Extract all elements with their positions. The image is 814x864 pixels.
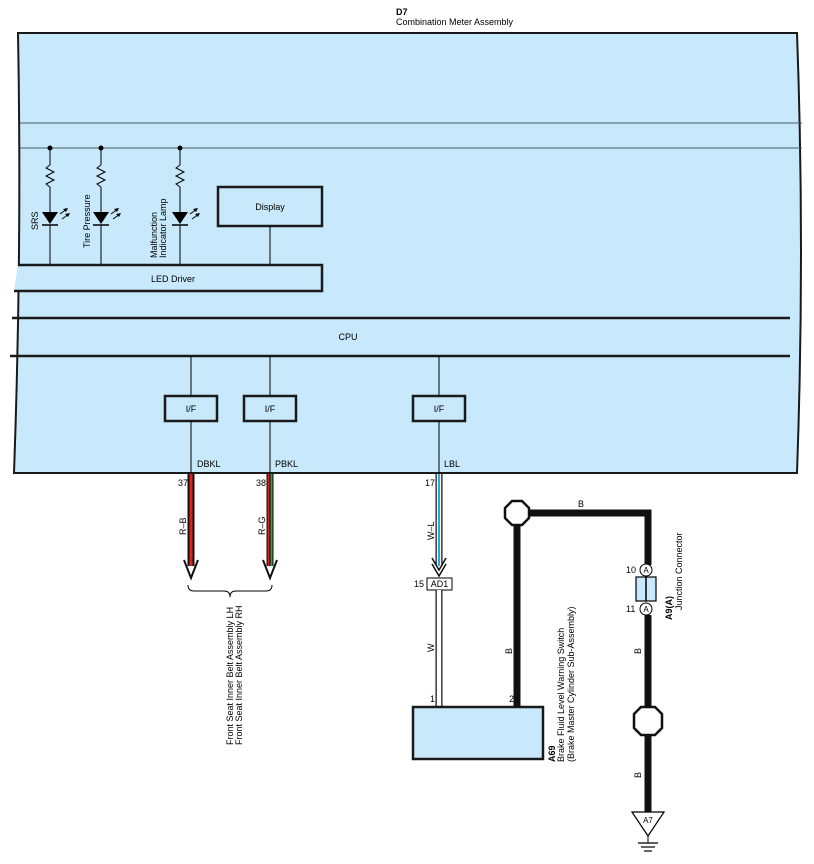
if1-box <box>163 394 219 423</box>
wire-b-bottom-label: B <box>633 772 643 778</box>
splice-octagon-lower <box>632 705 664 737</box>
if1-label: I/F <box>186 404 197 414</box>
brake-switch-box <box>411 705 545 761</box>
wire-b-path <box>513 509 652 707</box>
tire-pressure-led <box>93 148 121 265</box>
brake-switch-sub: (Brake Master Cylinder Sub-Assembly) <box>566 606 576 762</box>
cpu-label: CPU <box>338 332 357 342</box>
junction-pin-11-num: 11 <box>626 604 635 614</box>
meter-name: Combination Meter Assembly <box>396 17 514 27</box>
display-box <box>216 185 324 228</box>
connector-ad1-pin: 15 <box>414 579 424 589</box>
display-label: Display <box>255 202 285 212</box>
wire-r-g-label: R–G <box>257 516 267 535</box>
led-driver-box <box>14 263 324 293</box>
wire-r-g <box>262 474 278 581</box>
junction-pin-10 <box>639 563 653 577</box>
wire-r-b-label: R–B <box>178 517 188 535</box>
brake-switch-code: A69 <box>547 745 557 762</box>
meter-panel <box>12 32 802 474</box>
if3-label: I/F <box>434 404 445 414</box>
malfunction-indicator-led <box>172 148 200 265</box>
mil-label-line2: Indicator Lamp <box>158 198 168 258</box>
splice-octagon <box>503 499 531 527</box>
seat-belt-lh: Front Seat Inner Belt Assembly LH <box>225 607 235 745</box>
wire-w-label: W <box>426 643 436 652</box>
wire-b-switch-label: B <box>504 648 514 654</box>
mil-label-line1: Malfunction <box>149 212 159 258</box>
brake-switch-pin2: 2 <box>509 694 514 704</box>
wire-b-top-label: B <box>578 499 584 509</box>
junction-pin-10-letter: A <box>643 566 649 575</box>
srs-label: SRS <box>30 211 40 230</box>
ground-code: A7 <box>643 816 653 825</box>
wire-w-l-label: W–L <box>426 521 436 540</box>
wire-b-mid-label: B <box>633 648 643 654</box>
junction-name: Junction Connector <box>674 532 684 610</box>
brake-switch-name: Brake Fluid Level Warning Switch <box>556 628 566 762</box>
ground-triangle <box>630 811 666 838</box>
if2-signal: PBKL <box>275 459 298 469</box>
srs-led <box>42 148 70 265</box>
junction-code: A9(A) <box>664 596 674 620</box>
meter-code: D7 <box>396 7 408 17</box>
if2-box <box>242 394 298 423</box>
seat-belt-bracket <box>187 584 273 598</box>
wire-w-l <box>431 474 447 578</box>
if3-box <box>411 394 467 423</box>
if3-signal: LBL <box>444 459 460 469</box>
tire-pressure-label: Tire Pressure <box>82 194 92 248</box>
connector-ad1-code: AD1 <box>431 579 449 589</box>
wire-r-b <box>183 474 199 581</box>
if1-signal: DBKL <box>197 459 221 469</box>
junction-pin-11-letter: A <box>643 605 649 614</box>
junction-pin-10-num: 10 <box>626 565 636 575</box>
if2-label: I/F <box>265 404 276 414</box>
led-driver-label: LED Driver <box>151 274 195 284</box>
pin-38: 38 <box>256 478 266 488</box>
pin-17: 17 <box>425 478 435 488</box>
brake-switch-pin1: 1 <box>430 694 435 704</box>
seat-belt-rh: Front Seat Inner Belt Assembly RH <box>234 605 244 745</box>
pin-37: 37 <box>178 478 188 488</box>
